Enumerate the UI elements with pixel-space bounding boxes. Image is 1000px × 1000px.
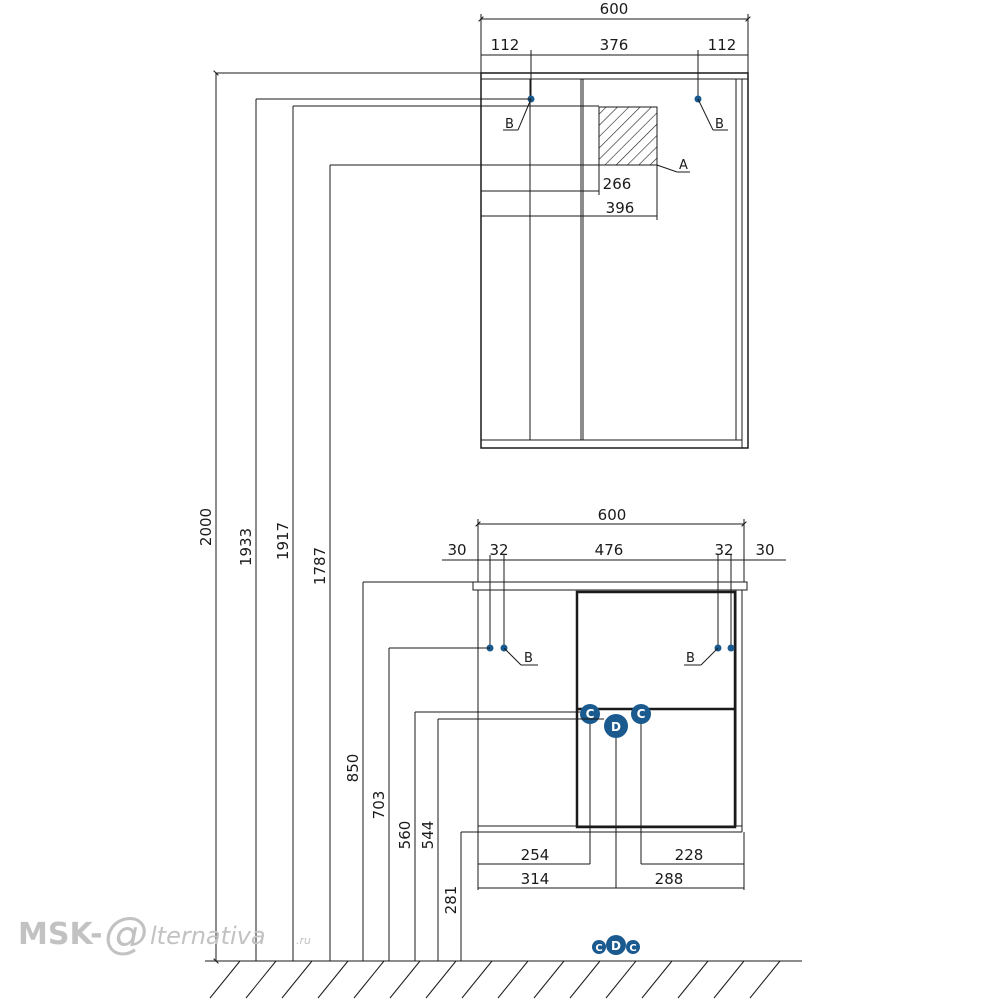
vanity-hang-label-left: B bbox=[524, 651, 533, 666]
floor bbox=[205, 960, 802, 999]
height-1787-label: 1787 bbox=[311, 547, 329, 585]
vanity-inner-left-label: 32 bbox=[489, 541, 508, 559]
floor-markers: C D C bbox=[592, 935, 640, 955]
vanity-width-label: 600 bbox=[598, 506, 627, 524]
dim-228: 228 bbox=[675, 846, 704, 864]
vanity-hang-label-right: B bbox=[686, 651, 695, 666]
svg-text:C: C bbox=[586, 707, 595, 721]
socket-label: A bbox=[679, 158, 688, 173]
vanity-top-dimensions: 600 30 32 476 32 30 bbox=[442, 506, 786, 648]
floor-hatch-line bbox=[677, 960, 709, 999]
water-drain-markers: C C D bbox=[580, 704, 651, 888]
floor-hatch-line bbox=[209, 960, 241, 999]
height-850-label: 850 bbox=[344, 754, 362, 783]
socket-dim-396: 396 bbox=[606, 199, 635, 217]
svg-text:D: D bbox=[611, 939, 621, 953]
floor-hatch-line bbox=[497, 960, 529, 999]
floor-hatch-line bbox=[569, 960, 601, 999]
floor-hatch-line bbox=[425, 960, 457, 999]
dim-254: 254 bbox=[521, 846, 550, 864]
svg-text:.ru: .ru bbox=[296, 934, 311, 947]
height-544-label: 544 bbox=[419, 821, 437, 850]
mirror-offset-right-label: 112 bbox=[708, 36, 737, 54]
dim-288: 288 bbox=[655, 870, 684, 888]
height-703-label: 703 bbox=[370, 791, 388, 820]
svg-text:C: C bbox=[595, 943, 602, 954]
floor-hatch-line bbox=[749, 960, 781, 999]
svg-text:C: C bbox=[637, 707, 646, 721]
dim-314: 314 bbox=[521, 870, 550, 888]
floor-hatch-line bbox=[605, 960, 637, 999]
height-1933-label: 1933 bbox=[237, 528, 255, 566]
svg-text:D: D bbox=[611, 720, 621, 734]
svg-text:MSK-: MSK- bbox=[18, 917, 103, 952]
socket-dim-266: 266 bbox=[603, 175, 632, 193]
mirror-hang-label-left: B bbox=[505, 117, 514, 132]
socket-zone bbox=[598, 106, 658, 166]
floor-hatch-line bbox=[641, 960, 673, 999]
vanity-spacing-label: 476 bbox=[595, 541, 624, 559]
svg-text:C: C bbox=[629, 943, 636, 954]
mirror-hang-label-right: B bbox=[715, 117, 724, 132]
floor-hatch-line bbox=[281, 960, 313, 999]
height-1917-label: 1917 bbox=[274, 522, 292, 560]
height-281-label: 281 bbox=[442, 886, 460, 915]
vanity-side-right-label: 30 bbox=[755, 541, 774, 559]
vanity-hang-points: B B bbox=[486, 644, 735, 666]
vanity-bottom-dimensions: 254 228 314 288 bbox=[477, 832, 745, 890]
socket-dimensions: A 266 396 bbox=[481, 158, 690, 220]
svg-text:lternativa: lternativa bbox=[150, 922, 266, 950]
mirror-width-label: 600 bbox=[600, 0, 629, 18]
mirror-top-dimensions: 600 112 376 112 bbox=[478, 0, 751, 99]
watermark-logo: MSK- @ lternativa .ru bbox=[18, 908, 311, 959]
floor-hatch-line bbox=[713, 960, 745, 999]
floor-hatch-line bbox=[389, 960, 421, 999]
floor-hatch-line bbox=[317, 960, 349, 999]
cold-water-marker-right bbox=[631, 704, 651, 724]
height-2000-label: 2000 bbox=[197, 508, 215, 546]
height-dimensions: 2000 1933 1917 1787 850 703 560 544 281 bbox=[197, 70, 604, 964]
mirror-cabinet bbox=[480, 72, 749, 449]
drain-marker bbox=[604, 714, 628, 738]
vanity-inner-right-label: 32 bbox=[714, 541, 733, 559]
vanity-side-left-label: 30 bbox=[447, 541, 466, 559]
floor-hatch-line bbox=[245, 960, 277, 999]
floor-hatch-line bbox=[533, 960, 565, 999]
vanity-cabinet bbox=[472, 581, 748, 833]
mirror-offset-left-label: 112 bbox=[491, 36, 520, 54]
svg-text:@: @ bbox=[104, 908, 148, 959]
floor-hatch-line bbox=[353, 960, 385, 999]
mirror-spacing-label: 376 bbox=[600, 36, 629, 54]
height-560-label: 560 bbox=[396, 821, 414, 850]
floor-hatch-line bbox=[461, 960, 493, 999]
mirror-hang-points: B B bbox=[503, 95, 728, 132]
